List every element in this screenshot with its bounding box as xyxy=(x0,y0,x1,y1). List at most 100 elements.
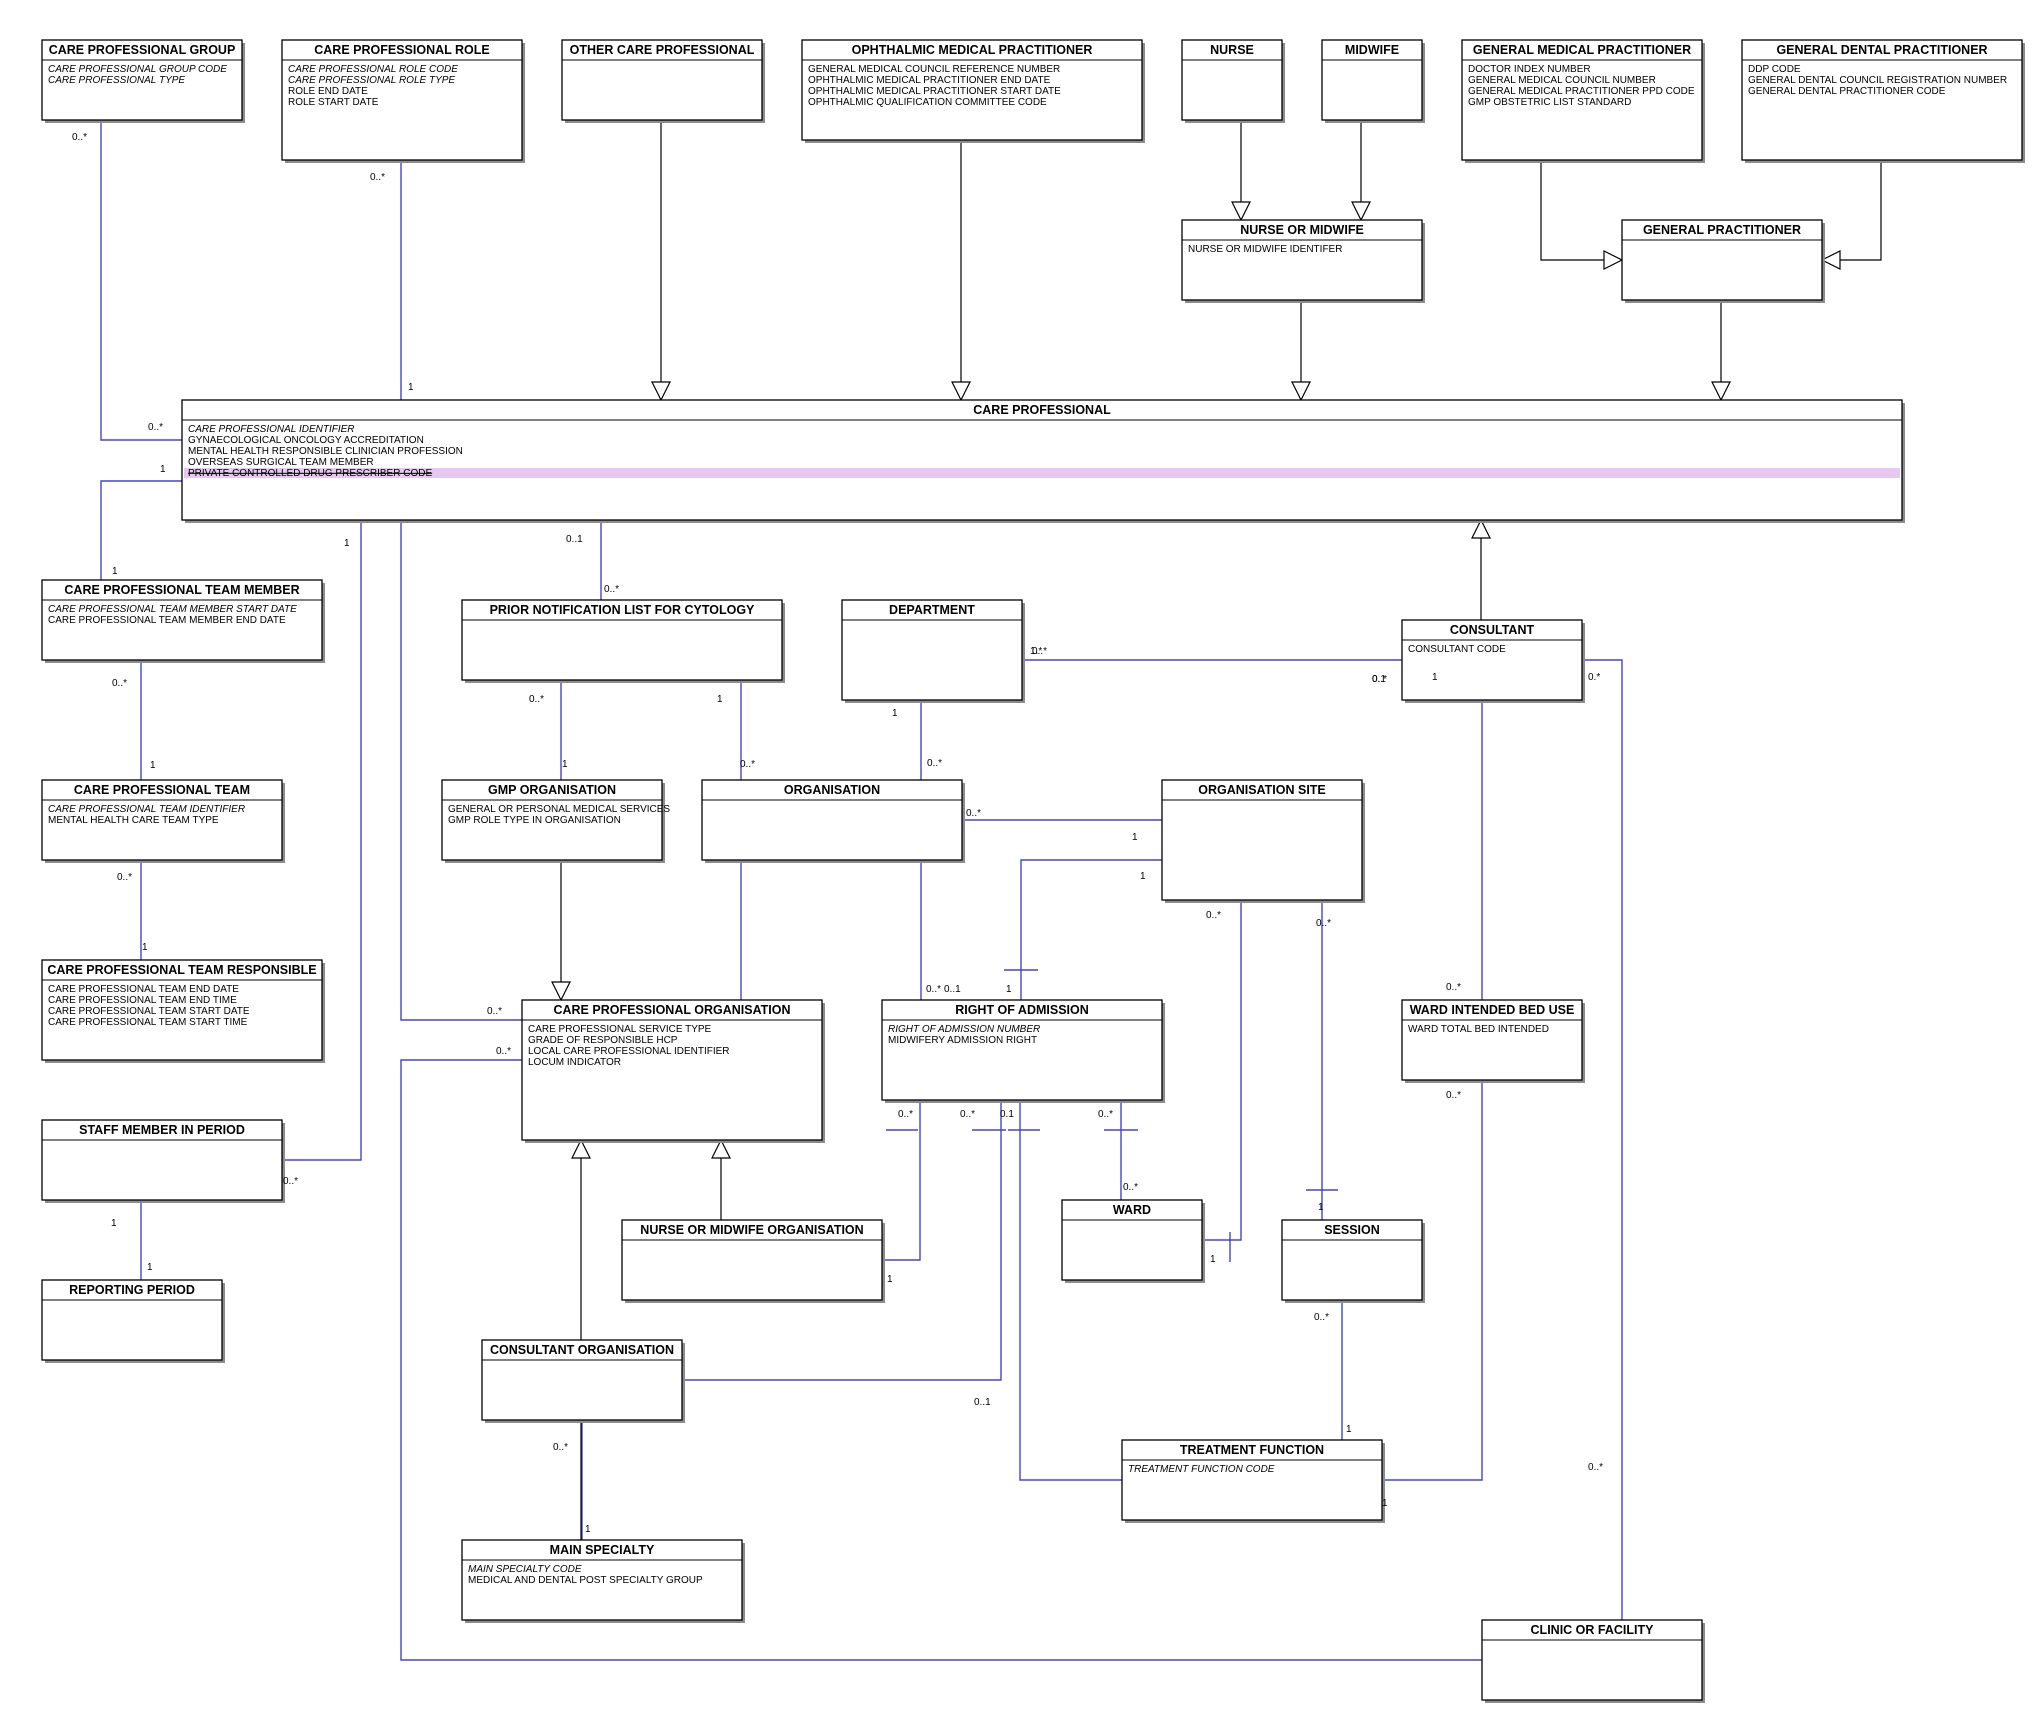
class-box-frame xyxy=(461,1539,743,1621)
association-line xyxy=(1382,1080,1483,1481)
generalization-arrow xyxy=(551,981,571,1002)
generalization-arrow xyxy=(1471,518,1491,539)
generalization-arrow xyxy=(651,381,671,402)
multiplicity-label: 0..* xyxy=(1316,918,1331,929)
class-attribute: GRADE OF RESPONSIBLE HCP xyxy=(528,1035,678,1046)
multiplicity-label: 0..1 xyxy=(974,1397,991,1408)
class-box-dept[interactable]: DEPARTMENT xyxy=(841,599,1025,703)
class-box-smip[interactable]: STAFF MEMBER IN PERIOD xyxy=(41,1119,285,1203)
generalization-arrow xyxy=(1231,201,1251,222)
class-box-midwife[interactable]: MIDWIFE xyxy=(1321,39,1425,123)
class-attribute: GMP OBSTETRIC LIST STANDARD xyxy=(1468,97,1631,108)
class-attribute: OPHTHALMIC MEDICAL PRACTITIONER END DATE xyxy=(808,75,1051,86)
class-title: OTHER CARE PROFESSIONAL xyxy=(570,43,755,57)
class-title: GENERAL MEDICAL PRACTITIONER xyxy=(1473,43,1691,57)
multiplicity-label: 0..* xyxy=(283,1176,298,1187)
class-box-frame xyxy=(1621,219,1823,301)
connector-layer xyxy=(100,120,1882,1661)
class-box-ocp[interactable]: OTHER CARE PROFESSIONAL xyxy=(561,39,765,123)
generalization-arrow xyxy=(1603,250,1624,270)
class-box-rp[interactable]: REPORTING PERIOD xyxy=(41,1279,225,1363)
class-title: WARD INTENDED BED USE xyxy=(1410,1003,1575,1017)
class-attribute: CARE PROFESSIONAL TEAM IDENTIFIER xyxy=(48,804,245,815)
association-line xyxy=(882,1100,921,1261)
class-attribute: CARE PROFESSIONAL TYPE xyxy=(48,75,185,86)
class-box-cpg[interactable]: CARE PROFESSIONAL GROUP CARE PROFESSIONAL… xyxy=(41,39,245,123)
class-box-pnlc[interactable]: PRIOR NOTIFICATION LIST FOR CYTOLOGY xyxy=(461,599,785,683)
class-box-cof[interactable]: CLINIC OR FACILITY xyxy=(1481,1619,1705,1703)
class-title: REPORTING PERIOD xyxy=(69,1283,195,1297)
class-attribute: TREATMENT FUNCTION CODE xyxy=(1128,1464,1275,1475)
association-line xyxy=(1019,1100,1122,1481)
multiplicity-label: 1 xyxy=(1318,1202,1324,1213)
class-title: CLINIC OR FACILITY xyxy=(1531,1623,1655,1637)
class-title: NURSE OR MIDWIFE xyxy=(1240,223,1364,237)
class-attribute: GENERAL DENTAL COUNCIL REGISTRATION NUMB… xyxy=(1748,75,2007,86)
class-attribute: RIGHT OF ADMISSION NUMBER xyxy=(888,1024,1040,1035)
multiplicity-label: 1 xyxy=(1382,1498,1388,1509)
class-attribute: OVERSEAS SURGICAL TEAM MEMBER xyxy=(188,457,374,468)
class-attribute: LOCUM INDICATOR xyxy=(528,1057,621,1068)
class-box-nurse[interactable]: NURSE xyxy=(1181,39,1285,123)
class-box-wibu[interactable]: WARD INTENDED BED USE WARD TOTAL BED INTE… xyxy=(1401,999,1585,1083)
class-box-ward[interactable]: WARD xyxy=(1061,1199,1205,1283)
multiplicity-label: 0..* xyxy=(487,1006,502,1017)
class-box-conso[interactable]: CONSULTANT ORGANISATION xyxy=(481,1339,685,1423)
class-attribute: GENERAL OR PERSONAL MEDICAL SERVICES xyxy=(448,804,670,815)
class-attribute: MIDWIFERY ADMISSION RIGHT xyxy=(888,1035,1037,1046)
multiplicity-label: 0..* xyxy=(1123,1182,1138,1193)
multiplicity-label: 0..* xyxy=(1446,1090,1461,1101)
class-box-orgsite[interactable]: ORGANISATION SITE xyxy=(1161,779,1365,903)
multiplicity-label: 0.* xyxy=(1588,672,1600,683)
class-layer: CARE PROFESSIONAL GROUP CARE PROFESSIONAL… xyxy=(41,39,2025,1703)
class-attribute: CARE PROFESSIONAL TEAM MEMBER END DATE xyxy=(48,615,286,626)
class-attribute: ROLE START DATE xyxy=(288,97,379,108)
class-box-session[interactable]: SESSION xyxy=(1281,1219,1425,1303)
class-title: CARE PROFESSIONAL ORGANISATION xyxy=(553,1003,790,1017)
class-box-gp[interactable]: GENERAL PRACTITIONER xyxy=(1621,219,1825,303)
multiplicity-label: 0..* xyxy=(370,172,385,183)
multiplicity-label: 0.1 xyxy=(1000,1109,1014,1120)
class-box-nomo[interactable]: NURSE OR MIDWIFE ORGANISATION xyxy=(621,1219,885,1303)
class-attribute: MENTAL HEALTH RESPONSIBLE CLINICIAN PROF… xyxy=(188,446,463,457)
class-box-org[interactable]: ORGANISATION xyxy=(701,779,965,863)
class-attribute: WARD TOTAL BED INTENDED xyxy=(1408,1024,1549,1035)
class-box-frame xyxy=(41,1279,223,1361)
class-attribute: CARE PROFESSIONAL TEAM START DATE xyxy=(48,1006,250,1017)
generalization-line xyxy=(1840,160,1882,261)
class-box-frame xyxy=(1181,219,1423,301)
multiplicity-label: 0..* xyxy=(1098,1109,1113,1120)
generalization-arrow xyxy=(1291,381,1311,402)
class-attribute: DOCTOR INDEX NUMBER xyxy=(1468,64,1591,75)
generalization-arrow xyxy=(1820,250,1841,270)
multiplicity-label: 1 xyxy=(408,382,414,393)
class-box-frame xyxy=(801,39,1143,141)
generalization-arrow xyxy=(1711,381,1731,402)
association-line xyxy=(400,520,522,1021)
class-title: OPHTHALMIC MEDICAL PRACTITIONER xyxy=(852,43,1093,57)
multiplicity-label: 1 xyxy=(1432,672,1438,683)
class-attribute: CONSULTANT CODE xyxy=(1408,644,1506,655)
class-box-gmp[interactable]: GENERAL MEDICAL PRACTITIONER DOCTOR INDEX… xyxy=(1461,39,1705,163)
multiplicity-label: 1 xyxy=(344,538,350,549)
multiplicity-label: 1.* xyxy=(1030,646,1042,657)
multiplicity-label: 1 xyxy=(150,760,156,771)
class-title: CARE PROFESSIONAL GROUP xyxy=(49,43,236,57)
multiplicity-label: 1 xyxy=(1346,1424,1352,1435)
multiplicity-label: 0..* xyxy=(553,1442,568,1453)
multiplicity-label: 1 xyxy=(717,694,723,705)
